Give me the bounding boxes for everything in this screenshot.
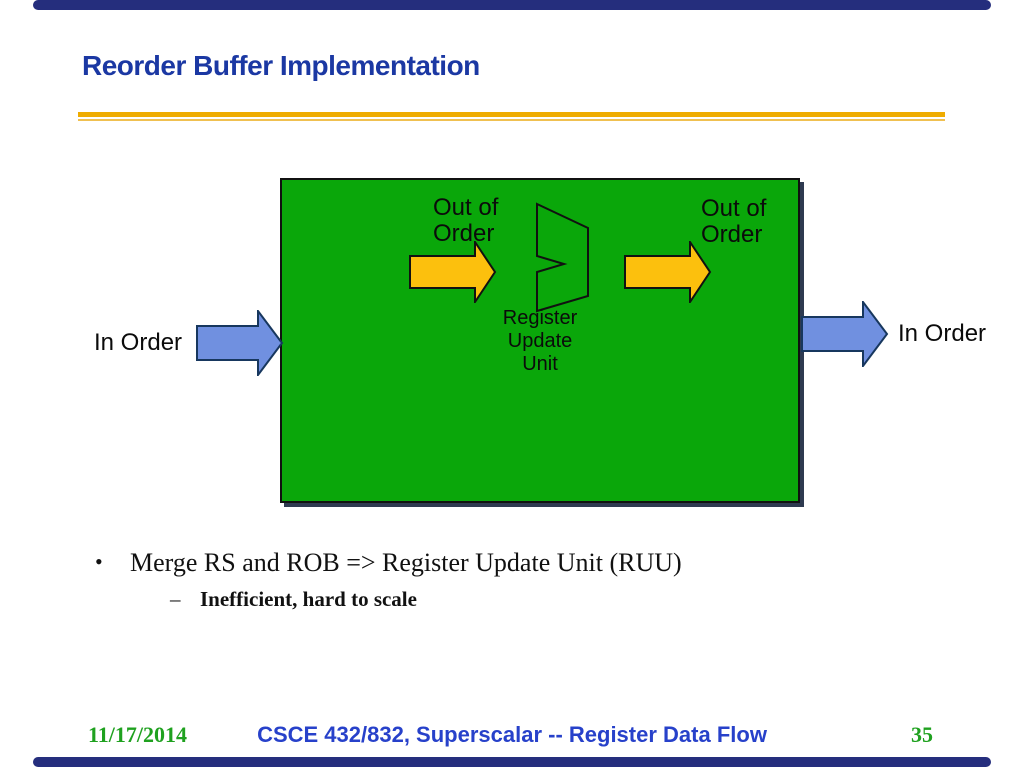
title-divider-thin	[78, 119, 945, 121]
footer-page-number: 35	[911, 722, 933, 747]
ruu-funnel-shape-icon	[536, 202, 589, 313]
sub-bullet-item: –Inefficient, hard to scale	[170, 587, 417, 612]
footer-date: 11/17/2014	[88, 722, 188, 747]
out-of-order-line1: Out of	[701, 195, 767, 222]
in-order-label-right: In Order	[898, 320, 987, 347]
bullet-item: • Merge RS and ROB => Register Update Uni…	[95, 548, 682, 578]
page-title: Reorder Buffer Implementation	[82, 50, 480, 81]
top-edge-bar	[33, 0, 991, 10]
blue-arrow-in-icon	[196, 310, 284, 376]
ruu-box	[280, 178, 800, 503]
out-of-order-line2: Order	[433, 220, 495, 247]
out-of-order-line2: Order	[701, 221, 763, 248]
sub-bullet-marker: –	[170, 587, 181, 611]
out-of-order-line1: Out of	[433, 194, 499, 221]
title-divider-thick	[78, 112, 945, 117]
ruu-line1: Register	[502, 307, 578, 329]
blue-arrow-out-icon	[801, 301, 889, 367]
ruu-line3: Unit	[522, 353, 558, 375]
sub-bullet-text: Inefficient, hard to scale	[200, 587, 417, 611]
ruu-line2: Update	[507, 330, 573, 352]
footer-course-title: CSCE 432/832, Superscalar -- Register Da…	[257, 722, 767, 747]
bottom-edge-bar	[33, 757, 991, 767]
bullet-text: Merge RS and ROB => Register Update Unit…	[130, 548, 682, 577]
bullet-marker: •	[95, 549, 103, 574]
yellow-arrow-right-icon	[624, 241, 712, 303]
in-order-label-left: In Order	[94, 329, 183, 356]
yellow-arrow-left-icon	[409, 241, 497, 303]
